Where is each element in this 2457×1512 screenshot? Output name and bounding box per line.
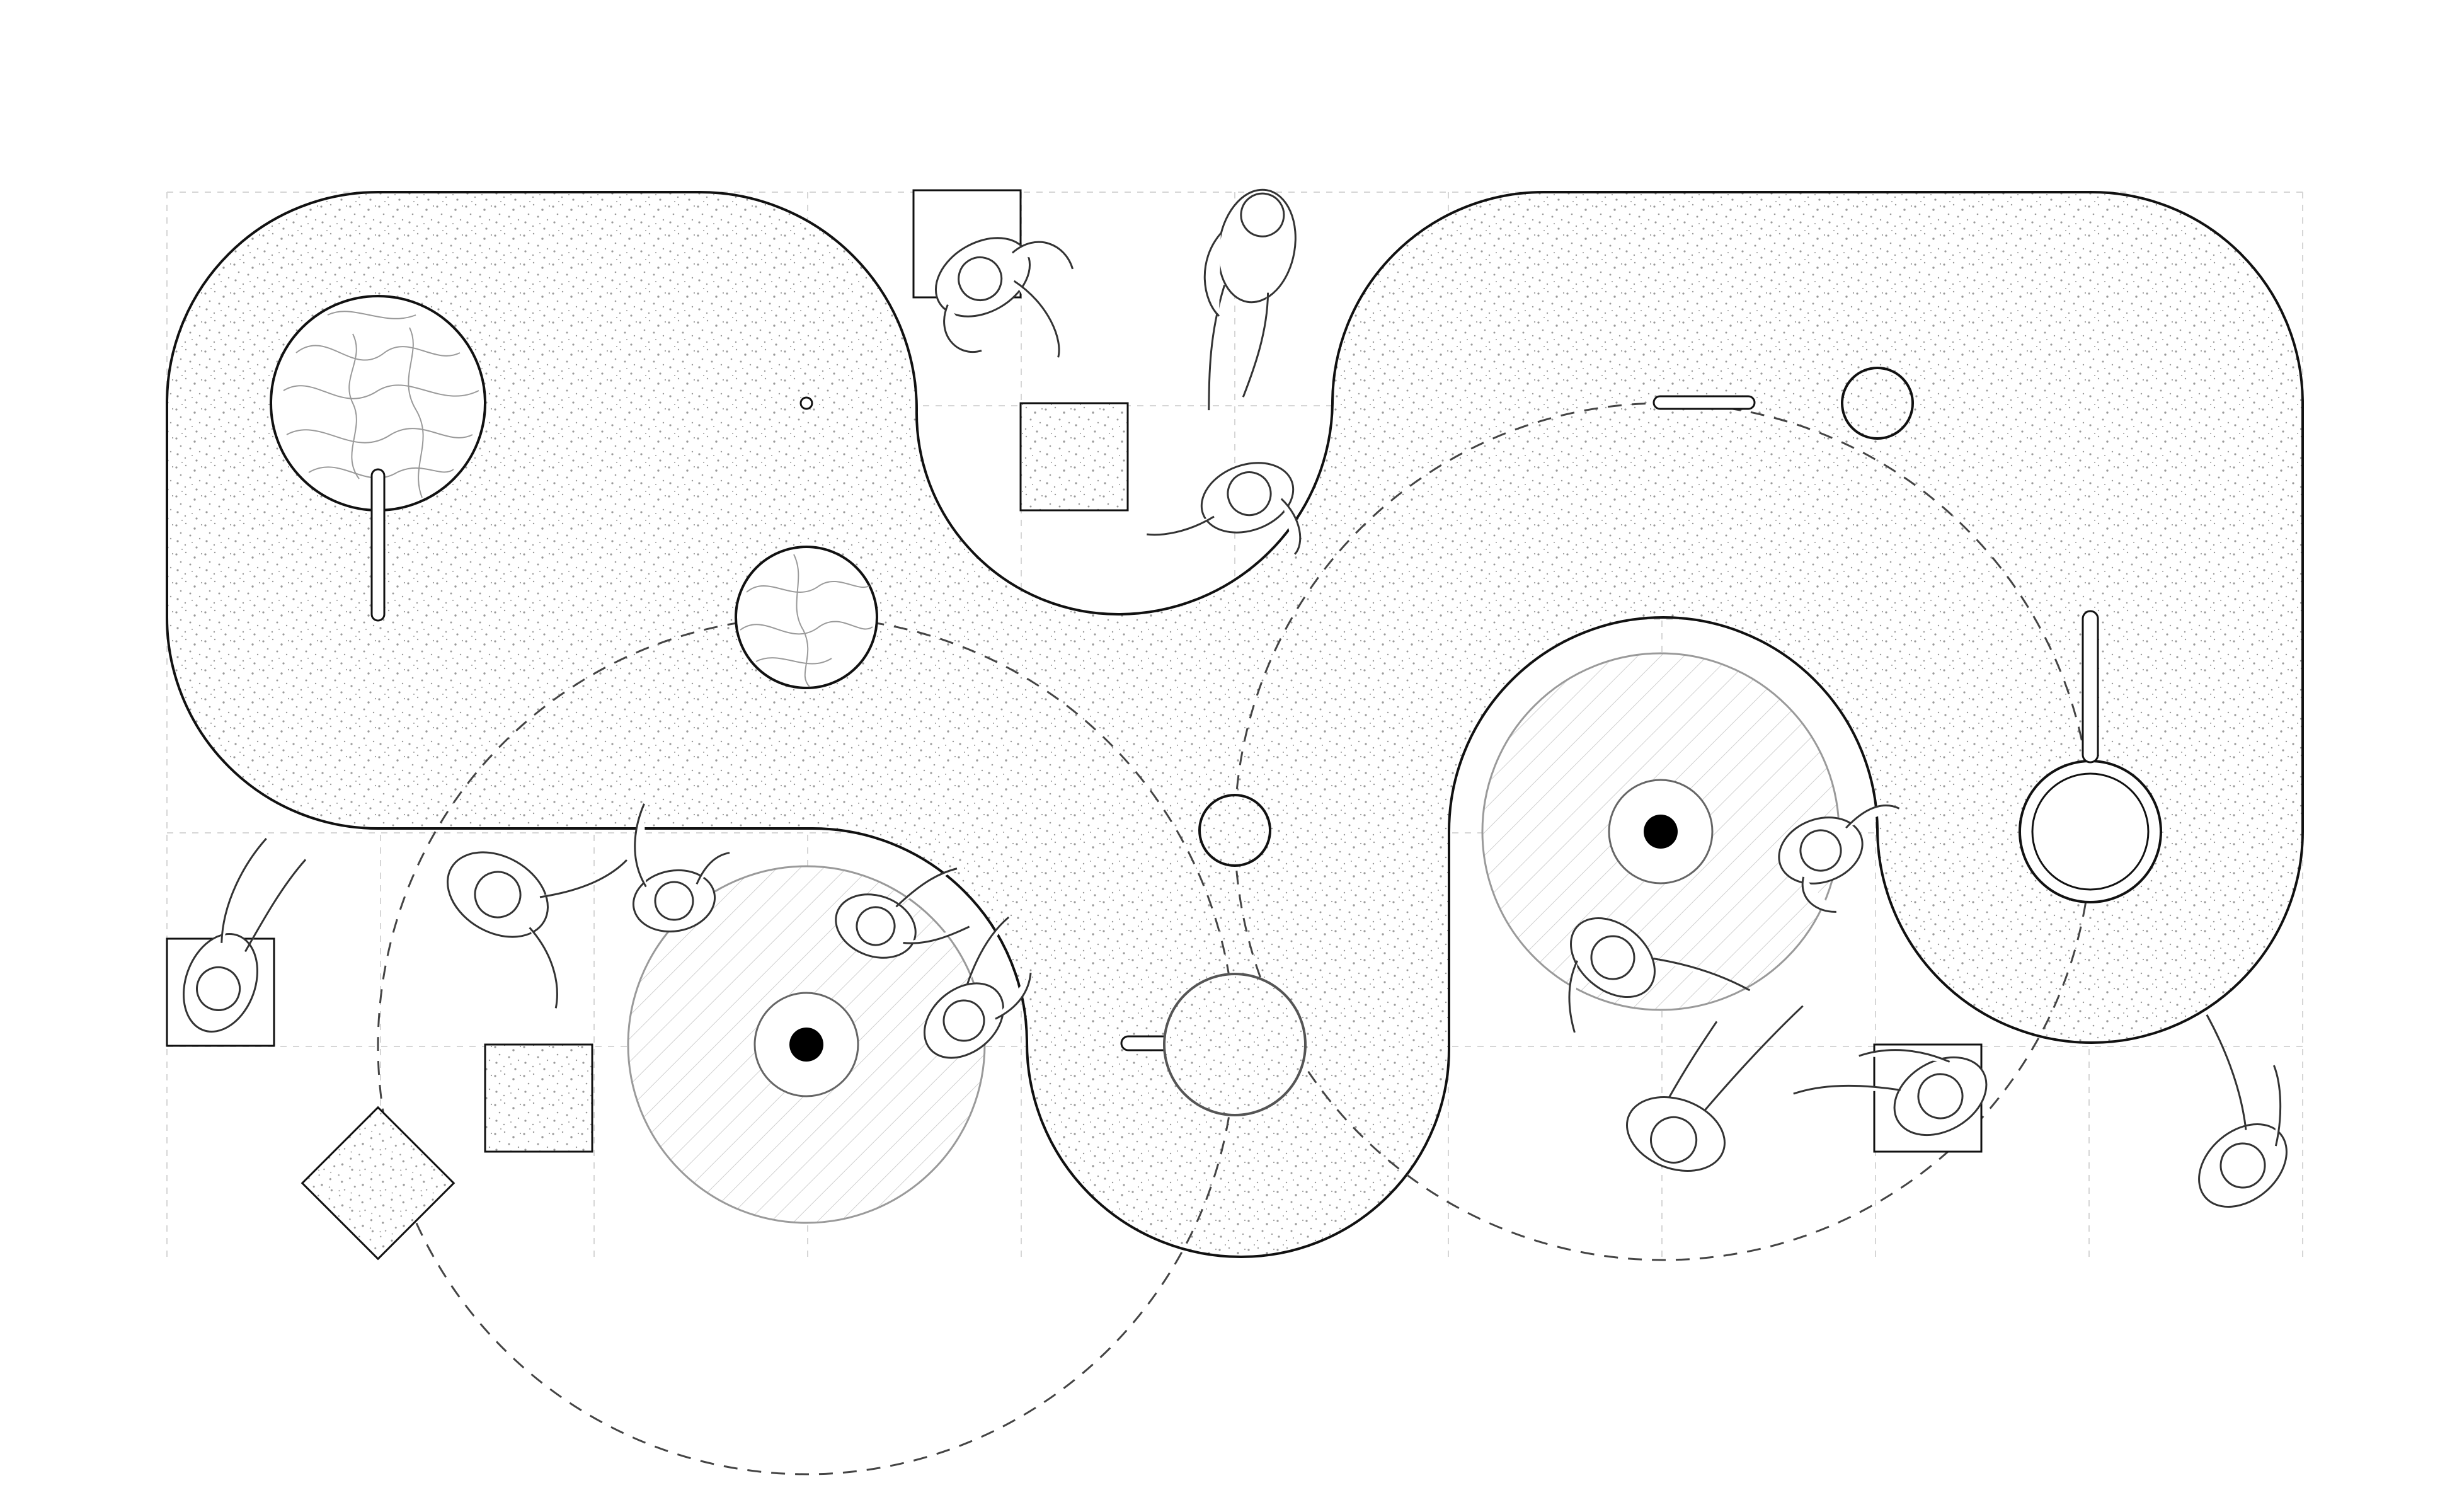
drain-icon [799, 396, 813, 410]
rail-vertical [370, 468, 386, 622]
person-figure [1778, 805, 1900, 913]
person-figure [1568, 917, 1751, 1033]
person-figure [183, 838, 307, 1033]
counter [166, 191, 2304, 1259]
person-figure [1147, 462, 1302, 555]
stool [484, 1043, 593, 1153]
person-figure [1793, 1049, 1988, 1137]
planter-medium [735, 546, 878, 689]
column-icon [1644, 815, 1678, 849]
basin [2019, 760, 2162, 903]
stool [301, 1106, 455, 1261]
planter-large [270, 295, 486, 512]
person-figure [934, 237, 1074, 358]
counter-outline [166, 191, 2304, 1259]
rail-horizontal [1652, 395, 1756, 410]
planter-small [1841, 367, 1914, 440]
person-figure [1626, 1005, 1804, 1172]
planter-small-center [1198, 794, 1271, 867]
hose-reel [1163, 973, 1307, 1116]
column-icon [789, 1028, 823, 1062]
counter-surface [167, 192, 2303, 1257]
faucet-icon [2082, 610, 2099, 764]
person-figure [2198, 1014, 2288, 1208]
person-figure [632, 803, 730, 933]
table-right [1481, 652, 1840, 1011]
person-figure [1203, 188, 1297, 411]
stool [1019, 402, 1129, 512]
